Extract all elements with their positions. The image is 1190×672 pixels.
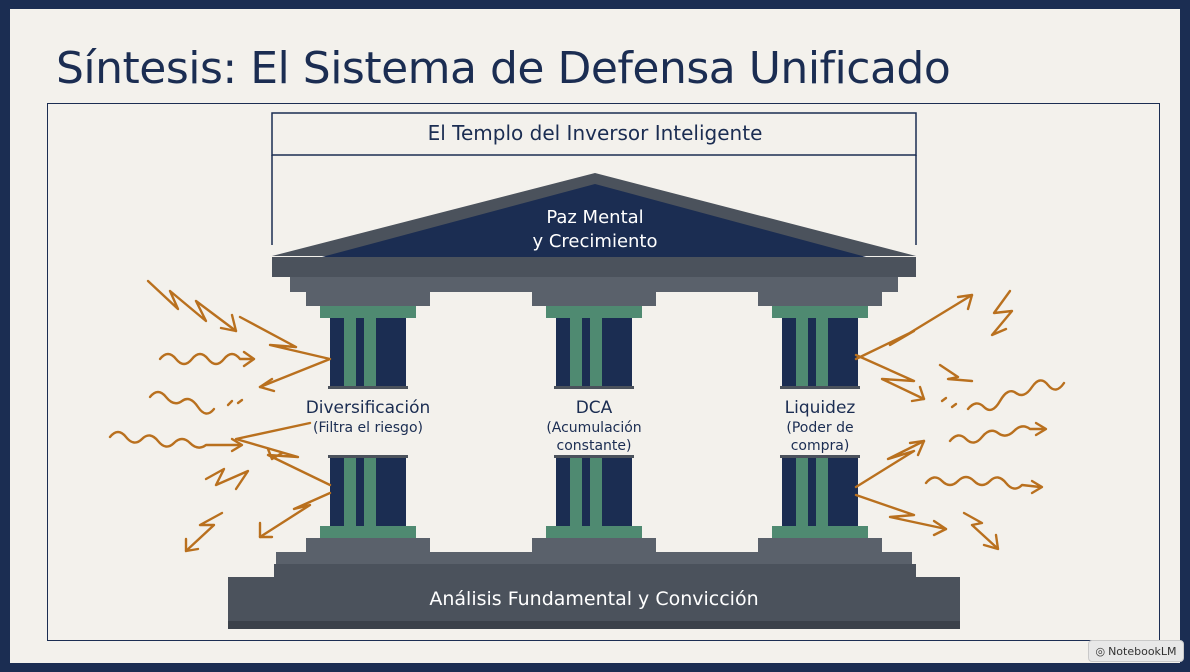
foundation-label: Análisis Fundamental y Convicción xyxy=(429,588,758,610)
pillar-description: (Filtra el riesgo) xyxy=(313,420,423,436)
lightning-icon xyxy=(990,289,1014,337)
watermark-text: NotebookLM xyxy=(1108,644,1177,658)
squiggle-arrow-icon xyxy=(948,421,1048,444)
zigzag-arrow-icon xyxy=(234,421,332,487)
diagram-frame xyxy=(47,103,1160,641)
lightning-icon xyxy=(204,467,250,491)
notebooklm-icon: ◎ xyxy=(1095,644,1106,658)
pillars xyxy=(306,292,882,552)
pillar-label-diversificacion: Diversificación (Filtra el riesgo) xyxy=(292,397,444,437)
temple-base xyxy=(274,552,916,577)
lightning-arrow-icon xyxy=(962,511,1000,551)
threat-arrows-right xyxy=(854,289,1066,551)
threat-arrows-left xyxy=(108,279,332,553)
pillar-description: constante) xyxy=(556,438,632,454)
lightning-arrow-icon xyxy=(146,279,238,333)
zigzag-arrow-icon xyxy=(854,493,948,537)
squiggle-arrow-icon xyxy=(158,350,256,368)
notebooklm-watermark: ◎ NotebookLM xyxy=(1088,640,1184,662)
pillar-label-liquidez: Liquidez (Poder de compra) xyxy=(744,397,896,455)
zigzag-arrow-icon xyxy=(854,353,926,403)
squiggle-icon xyxy=(148,390,244,415)
foundation-block xyxy=(228,577,960,629)
roof-label-line2: y Crecimiento xyxy=(532,231,657,252)
header-label: El Templo del Inversor Inteligente xyxy=(428,121,763,145)
squiggle-arrow-icon xyxy=(924,475,1044,495)
slide: Síntesis: El Sistema de Defensa Unificad… xyxy=(10,9,1180,663)
pillar-diversificacion xyxy=(306,292,430,552)
zigzag-arrow-icon xyxy=(854,293,974,361)
zigzag-arrow-icon xyxy=(258,491,332,539)
zigzag-arrow-icon xyxy=(854,439,926,489)
header-bracket xyxy=(271,112,917,245)
pillar-description: (Poder de xyxy=(786,420,854,436)
pillar-liquidez xyxy=(758,292,882,552)
zigzag-arrow-icon xyxy=(238,315,332,393)
pillar-name: Liquidez xyxy=(784,398,856,418)
pillar-name: DCA xyxy=(575,398,613,418)
pillar-dca xyxy=(532,292,656,552)
squiggle-arrow-icon xyxy=(108,430,244,453)
pillar-description: compra) xyxy=(790,438,850,454)
page-title: Síntesis: El Sistema de Defensa Unificad… xyxy=(56,43,951,94)
lightning-icon xyxy=(938,363,974,383)
squiggle-icon xyxy=(940,379,1066,412)
temple-diagram: El Templo del Inversor Inteligente Paz M… xyxy=(108,112,1066,629)
pillar-label-dca: DCA (Acumulación constante) xyxy=(518,397,670,455)
pillar-description: (Acumulación xyxy=(546,420,642,436)
roof-label-line1: Paz Mental xyxy=(546,207,643,228)
temple-roof xyxy=(272,173,916,292)
pillar-name: Diversificación xyxy=(305,398,431,418)
lightning-arrow-icon xyxy=(184,511,224,553)
